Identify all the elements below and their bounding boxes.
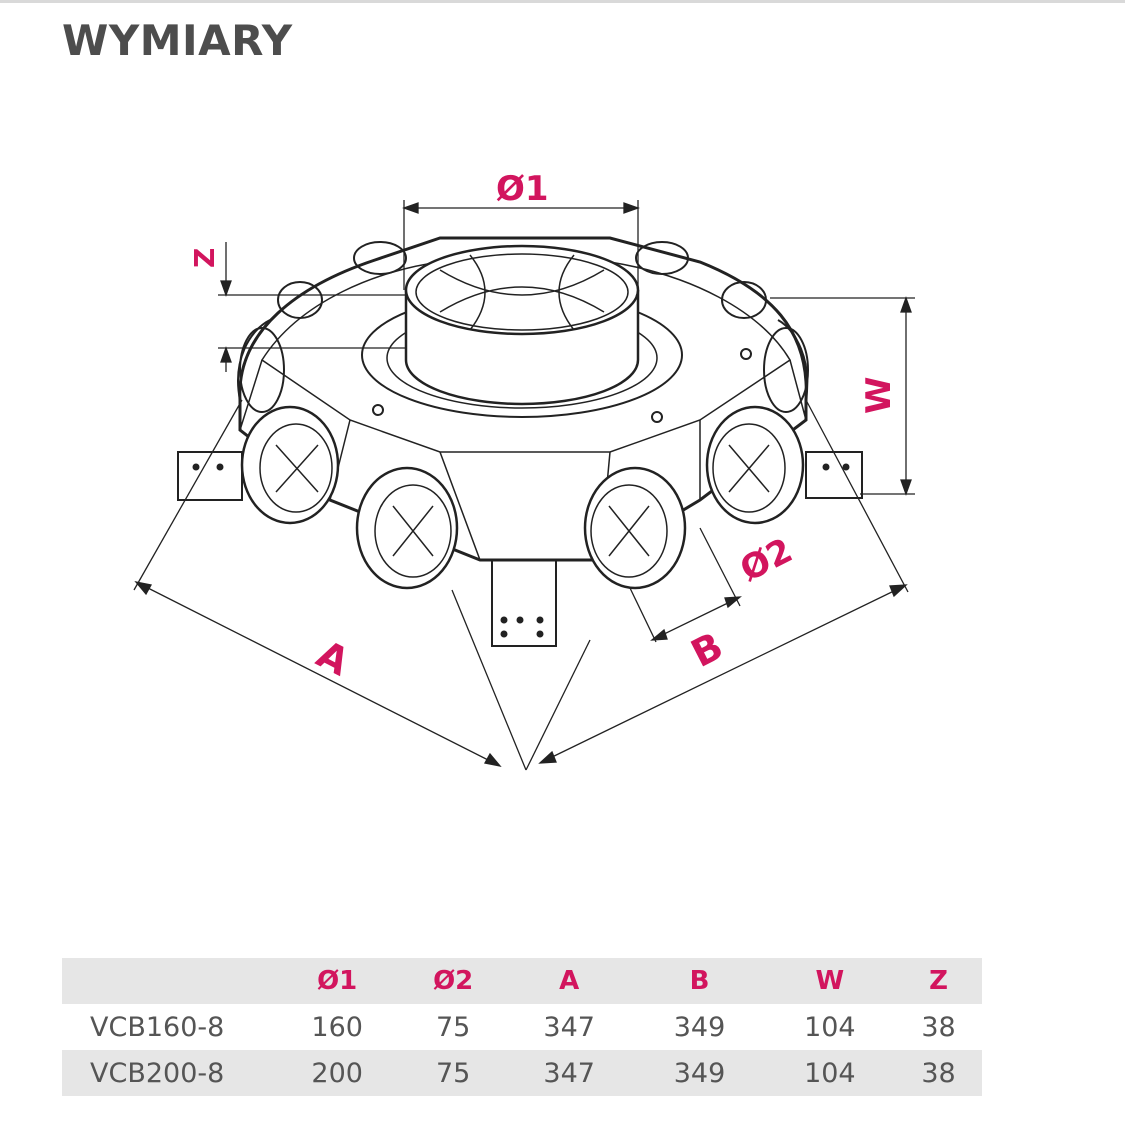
label-d2: Ø2 [734, 531, 799, 591]
dimension-drawing: Ø1 Z W A B Ø2 [133, 169, 915, 771]
label-b: B [684, 624, 730, 676]
dimensions-table: Ø1 Ø2 A B W Z VCB160-8 160 75 347 349 10… [62, 958, 982, 1096]
table-header-model [62, 958, 272, 1004]
table-cell-w: 104 [764, 1050, 896, 1096]
table-header-a: A [504, 958, 635, 1004]
table-header-z: Z [895, 958, 982, 1004]
table-cell-z: 38 [895, 1050, 982, 1096]
table-header-d2: Ø2 [402, 958, 504, 1004]
label-d1: Ø1 [496, 169, 549, 209]
table-cell-b: 349 [673, 1011, 726, 1043]
table-cell-a: 347 [543, 1011, 595, 1043]
label-a: A [310, 632, 357, 685]
top-divider [0, 0, 1125, 3]
table-cell-d2: 75 [435, 1011, 471, 1043]
table-cell-d2: 75 [402, 1050, 504, 1096]
table-cell-d1: 200 [272, 1050, 403, 1096]
table-header-row: Ø1 Ø2 A B W Z [62, 958, 982, 1004]
table-row: VCB200-8 200 75 347 349 104 38 [62, 1050, 982, 1096]
table-cell-model: VCB200-8 [62, 1050, 272, 1096]
table-cell-b: 349 [634, 1050, 765, 1096]
table-cell-a: 347 [504, 1050, 635, 1096]
label-z: Z [188, 248, 221, 268]
label-w: W [859, 376, 899, 414]
table-cell-w: 104 [804, 1011, 856, 1043]
table-cell-model: VCB160-8 [90, 1011, 225, 1043]
table-row: VCB160-8 160 75 347 349 104 38 [62, 1004, 982, 1050]
table-header-d1: Ø1 [272, 958, 403, 1004]
page-title: WYMIARY [62, 16, 293, 65]
dimension-lines [133, 200, 915, 771]
table-header-w: W [764, 958, 896, 1004]
table-cell-d1: 160 [311, 1011, 363, 1043]
table-header-b: B [634, 958, 765, 1004]
distribution-box [177, 236, 863, 647]
table-cell-z: 38 [921, 1011, 956, 1043]
